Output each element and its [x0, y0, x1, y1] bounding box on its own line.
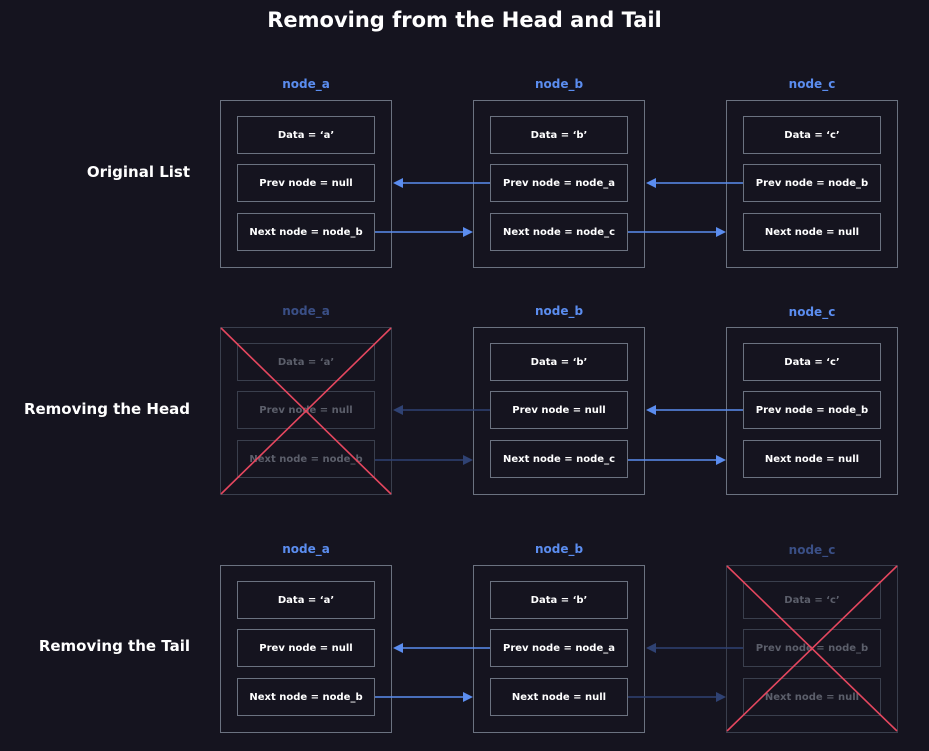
- data-field: Data = ‘b’: [490, 116, 628, 154]
- data-field: Data = ‘a’: [237, 116, 375, 154]
- data-field: Data = ‘c’: [743, 581, 881, 619]
- next-field: Next node = null: [490, 678, 628, 716]
- node-c-title: node_c: [788, 305, 836, 319]
- node-a-box: Data = ‘a’ Prev node = null Next node = …: [220, 565, 392, 733]
- next-field: Next node = node_c: [490, 213, 628, 251]
- prev-field: Prev node = node_b: [743, 629, 881, 667]
- node-b-title: node_b: [534, 304, 584, 318]
- prev-field: Prev node = null: [490, 391, 628, 429]
- next-field: Next node = node_b: [237, 678, 375, 716]
- data-field: Data = ‘b’: [490, 581, 628, 619]
- prev-field: Prev node = node_b: [743, 391, 881, 429]
- node-c-box: Data = ‘c’ Prev node = node_b Next node …: [726, 327, 898, 495]
- node-b-box: Data = ‘b’ Prev node = node_a Next node …: [473, 565, 645, 733]
- node-a-title: node_a: [282, 542, 330, 556]
- prev-field: Prev node = null: [237, 164, 375, 202]
- node-a-box-removed: Data = ‘a’ Prev node = null Next node = …: [220, 327, 392, 495]
- next-field: Next node = null: [743, 440, 881, 478]
- node-a-title: node_a: [282, 77, 330, 91]
- prev-field: Prev node = node_a: [490, 629, 628, 667]
- node-b-title: node_b: [534, 77, 584, 91]
- prev-field: Prev node = null: [237, 629, 375, 667]
- row-label-remove-tail: Removing the Tail: [38, 637, 190, 655]
- node-b-title: node_b: [534, 542, 584, 556]
- data-field: Data = ‘a’: [237, 343, 375, 381]
- prev-field: Prev node = node_b: [743, 164, 881, 202]
- next-field: Next node = null: [743, 213, 881, 251]
- next-field: Next node = node_c: [490, 440, 628, 478]
- node-c-title: node_c: [788, 77, 836, 91]
- node-b-box: Data = ‘b’ Prev node = null Next node = …: [473, 327, 645, 495]
- data-field: Data = ‘a’: [237, 581, 375, 619]
- next-field: Next node = node_b: [237, 213, 375, 251]
- node-c-box-removed: Data = ‘c’ Prev node = node_b Next node …: [726, 565, 898, 733]
- node-b-box: Data = ‘b’ Prev node = node_a Next node …: [473, 100, 645, 268]
- prev-field: Prev node = node_a: [490, 164, 628, 202]
- data-field: Data = ‘c’: [743, 116, 881, 154]
- node-a-box: Data = ‘a’ Prev node = null Next node = …: [220, 100, 392, 268]
- node-c-box: Data = ‘c’ Prev node = node_b Next node …: [726, 100, 898, 268]
- row-label-remove-head: Removing the Head: [23, 400, 190, 418]
- next-field: Next node = null: [743, 678, 881, 716]
- data-field: Data = ‘b’: [490, 343, 628, 381]
- prev-field: Prev node = null: [237, 391, 375, 429]
- data-field: Data = ‘c’: [743, 343, 881, 381]
- diagram-title: Removing from the Head and Tail: [267, 8, 662, 32]
- node-c-title: node_c: [788, 543, 836, 557]
- row-label-original: Original List: [86, 163, 190, 181]
- node-a-title: node_a: [282, 304, 330, 318]
- next-field: Next node = node_b: [237, 440, 375, 478]
